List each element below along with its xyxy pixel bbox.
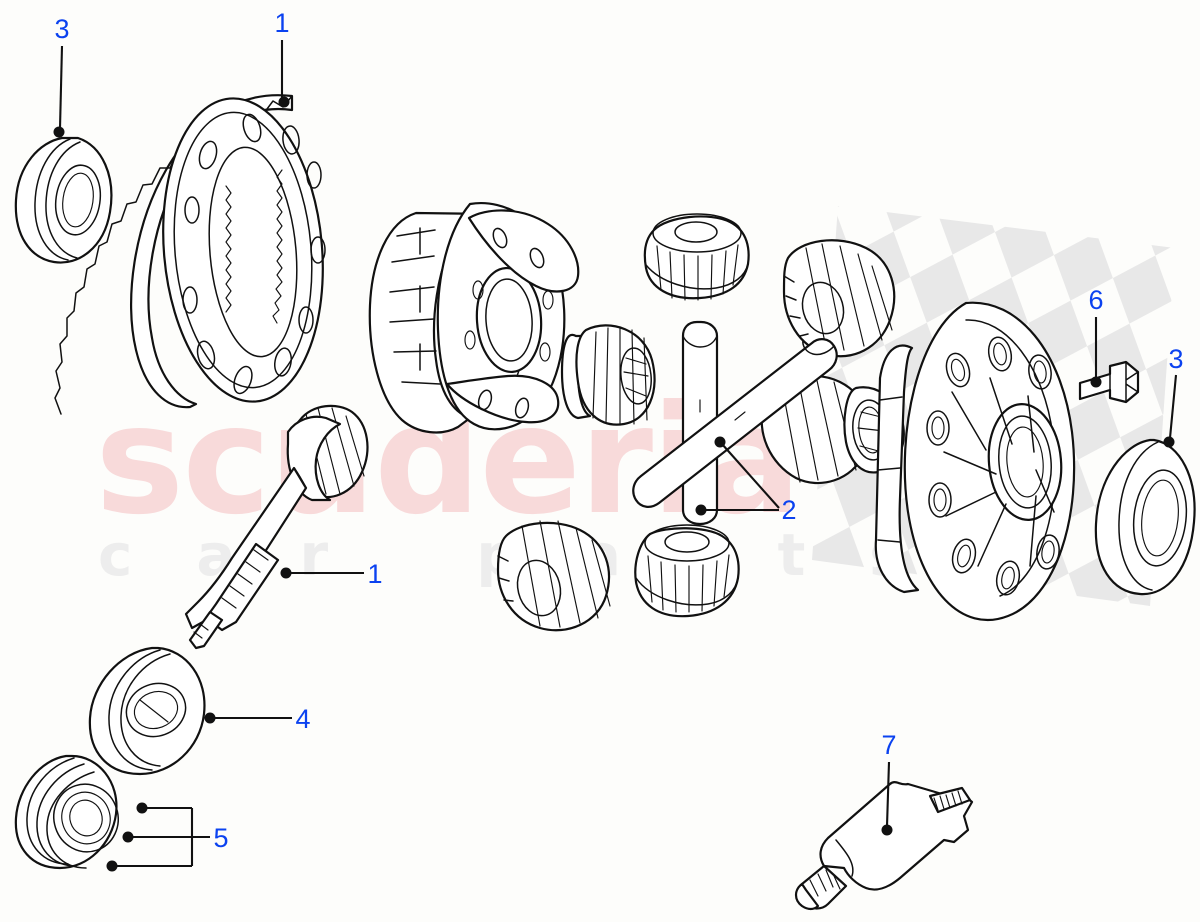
callout-6-hex-bolt[interactable]: 6 [1088,285,1104,388]
callout-label-5: 5 [213,823,228,853]
part-shim-set [14,754,119,870]
part-drive-pinion-shaft [184,404,369,650]
callout-label-6: 6 [1088,285,1103,315]
callout-7-sealant-tube[interactable]: 7 [881,730,897,836]
part-bevel-gear-lower-right [634,524,740,618]
callout-3-bearing-right[interactable]: 3 [1163,344,1184,448]
callout-2-cross-pins[interactable]: 2 [695,436,797,526]
part-bearing-right [1094,438,1196,596]
part-pinion-bearing [88,646,206,776]
callout-dot [881,824,893,836]
callout-dot [53,126,65,138]
part-bevel-gear-upper-right [782,239,896,358]
callout-dot [280,567,292,579]
callout-1-ring-gear[interactable]: 1 [274,8,290,108]
part-bearing-left [14,136,113,264]
part-differential-case-flange [874,301,1076,622]
part-hex-bolt [1078,360,1140,404]
part-cross-pin-diagonal [632,338,838,508]
callout-dot [204,712,216,724]
callout-dot [136,802,148,814]
part-differential-carrier-left [368,202,580,434]
callout-dot [106,860,118,872]
callout-4-pinion-bearing[interactable]: 4 [204,704,311,734]
part-sealant-tube [794,781,974,911]
callout-label-3a: 3 [54,14,69,44]
part-ring-gear-crown-wheel [54,94,326,415]
callout-dot [122,831,134,843]
callout-1-pinion-shaft[interactable]: 1 [280,559,383,589]
callout-dot [1163,436,1175,448]
callout-3-bearing-left[interactable]: 3 [53,14,70,138]
callout-label-7: 7 [881,730,896,760]
callout-label-2: 2 [781,495,796,525]
callout-dot [695,504,707,516]
callout-dot [278,96,290,108]
callout-label-4: 4 [295,704,310,734]
callout-label-3b: 3 [1168,344,1183,374]
part-bevel-gear-lower-left [496,520,611,632]
part-bevel-gear-top [643,213,750,301]
callout-label-1a: 1 [274,8,289,38]
callout-dot [1090,376,1102,388]
callout-dot [714,436,726,448]
callout-5-shim-set[interactable]: 5 [106,802,229,872]
callout-label-1b: 1 [367,559,382,589]
part-side-gear-a [560,324,656,426]
